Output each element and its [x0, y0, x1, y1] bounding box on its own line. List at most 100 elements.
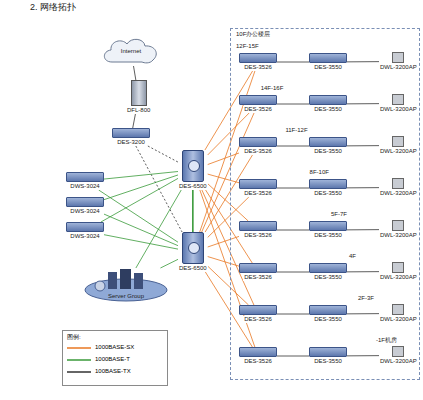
switch-icon: [239, 137, 277, 147]
network-link: [277, 230, 309, 231]
switch: DES-3550: [309, 221, 347, 239]
floor-label: 14F-16F: [260, 85, 285, 92]
device-label: DWL-3200AP: [379, 232, 418, 239]
floor-label: 5F-7F: [330, 211, 348, 218]
access-point-icon: [392, 220, 404, 231]
device-label: DWL-3200AP: [379, 190, 418, 197]
device-label: 10F办公楼层: [235, 31, 271, 38]
network-link: [347, 355, 379, 356]
switch-icon: [66, 172, 104, 182]
network-link: [277, 62, 309, 63]
device-label: DES-3526: [243, 190, 273, 197]
device-label: DES-3526: [243, 358, 273, 365]
access-point-icon: [392, 262, 404, 273]
switch: DES-3526: [239, 137, 277, 155]
network-link: [347, 61, 379, 62]
network-link: [347, 103, 379, 104]
device-label: DES-3550: [313, 274, 343, 281]
network-link: [208, 174, 239, 183]
switch: DES-3550: [309, 137, 347, 155]
legend-text: 1000BASE-SX: [95, 344, 134, 351]
access-point-icon: [392, 94, 404, 105]
access-point-icon: [392, 52, 404, 63]
device-label: DWL-3200AP: [379, 64, 418, 71]
firewall: DFL-800: [126, 80, 151, 114]
switch: DES-3550: [309, 263, 347, 281]
device-label: DES-3550: [313, 190, 343, 197]
network-link: [202, 190, 254, 305]
switch: DES-3550: [309, 305, 347, 323]
switch-icon: [309, 347, 347, 357]
switch-icon: [309, 263, 347, 273]
network-link: [277, 314, 309, 315]
floor-label: 8F-10F: [309, 169, 330, 176]
device-label: Internet: [120, 36, 142, 66]
server-group: Server Group: [84, 268, 168, 302]
network-link: [277, 146, 309, 147]
access-point: DWL-3200AP: [379, 262, 418, 281]
device-label: DES-3200: [116, 139, 146, 146]
device-label: DES-3526: [243, 232, 273, 239]
floor-label: 11F-12F: [284, 127, 308, 134]
switch: DES-3526: [239, 263, 277, 281]
device-label: DFL-800: [126, 107, 151, 114]
legend-text: 100BASE-TX: [95, 368, 131, 375]
switch-icon: [309, 53, 347, 63]
switch-icon: [66, 197, 104, 207]
legend-line-sample: [67, 346, 91, 350]
switch-icon: [239, 263, 277, 273]
device-label: DWS-3024: [69, 183, 100, 190]
network-link: [104, 172, 178, 180]
switch: DWS-3024: [66, 197, 104, 215]
device-label: Server Group: [107, 293, 145, 300]
access-point: DWL-3200AP: [379, 304, 418, 323]
device-label: DES-3526: [243, 64, 273, 71]
legend-row: 1000BASE-T: [67, 356, 167, 368]
switch: DES-3526: [239, 179, 277, 197]
device-label: DWL-3200AP: [379, 106, 418, 113]
switch-icon: [309, 95, 347, 105]
core-switch-icon: [182, 150, 204, 182]
floor-label: 2F-3F: [357, 295, 375, 302]
device-label: DWS-3024: [69, 233, 100, 240]
legend-row: 100BASE-TX: [67, 368, 167, 380]
device-label: DES-3526: [243, 316, 273, 323]
internet-cloud: Internet: [100, 36, 162, 66]
device-label: DES-3550: [313, 64, 343, 71]
device-label: DES-3550: [313, 232, 343, 239]
access-point-icon: [392, 304, 404, 315]
network-link: [160, 259, 178, 268]
legend-line-sample: [67, 358, 91, 362]
legend-row: 1000BASE-SX: [67, 344, 167, 356]
switch-icon: [239, 95, 277, 105]
switch: DES-3550: [309, 53, 347, 71]
legend-line-sample: [67, 370, 91, 374]
network-link: [136, 190, 181, 268]
device-label: DES-3526: [243, 106, 273, 113]
switch: DES-3550: [309, 179, 347, 197]
switch: DES-3526: [239, 305, 277, 323]
floor-label: 4F: [348, 253, 357, 260]
access-point: DWL-3200AP: [379, 94, 418, 113]
network-link: [277, 104, 309, 105]
device-label: DWL-3200AP: [379, 148, 418, 155]
device-label: DES-3550: [313, 358, 343, 365]
floor-label: -1F机房: [375, 337, 398, 344]
network-link: [347, 271, 379, 272]
switch-icon: [112, 128, 150, 138]
switch-icon: [239, 179, 277, 189]
device-label: DES-3526: [243, 148, 273, 155]
network-link: [347, 229, 379, 230]
device-label: DES-6500: [178, 265, 208, 272]
network-link: [133, 114, 136, 128]
switch-icon: [309, 221, 347, 231]
core-switch: DES-6500: [178, 150, 208, 190]
page-heading: 2. 网络拓扑: [30, 1, 76, 14]
access-point: DWL-3200AP: [379, 220, 418, 239]
switch: DWS-3024: [66, 172, 104, 190]
legend-text: 1000BASE-T: [95, 356, 130, 363]
switch: DES-3550: [309, 95, 347, 113]
switch: DES-3526: [239, 95, 277, 113]
switch: DWS-3024: [66, 222, 104, 240]
network-link: [202, 113, 254, 232]
